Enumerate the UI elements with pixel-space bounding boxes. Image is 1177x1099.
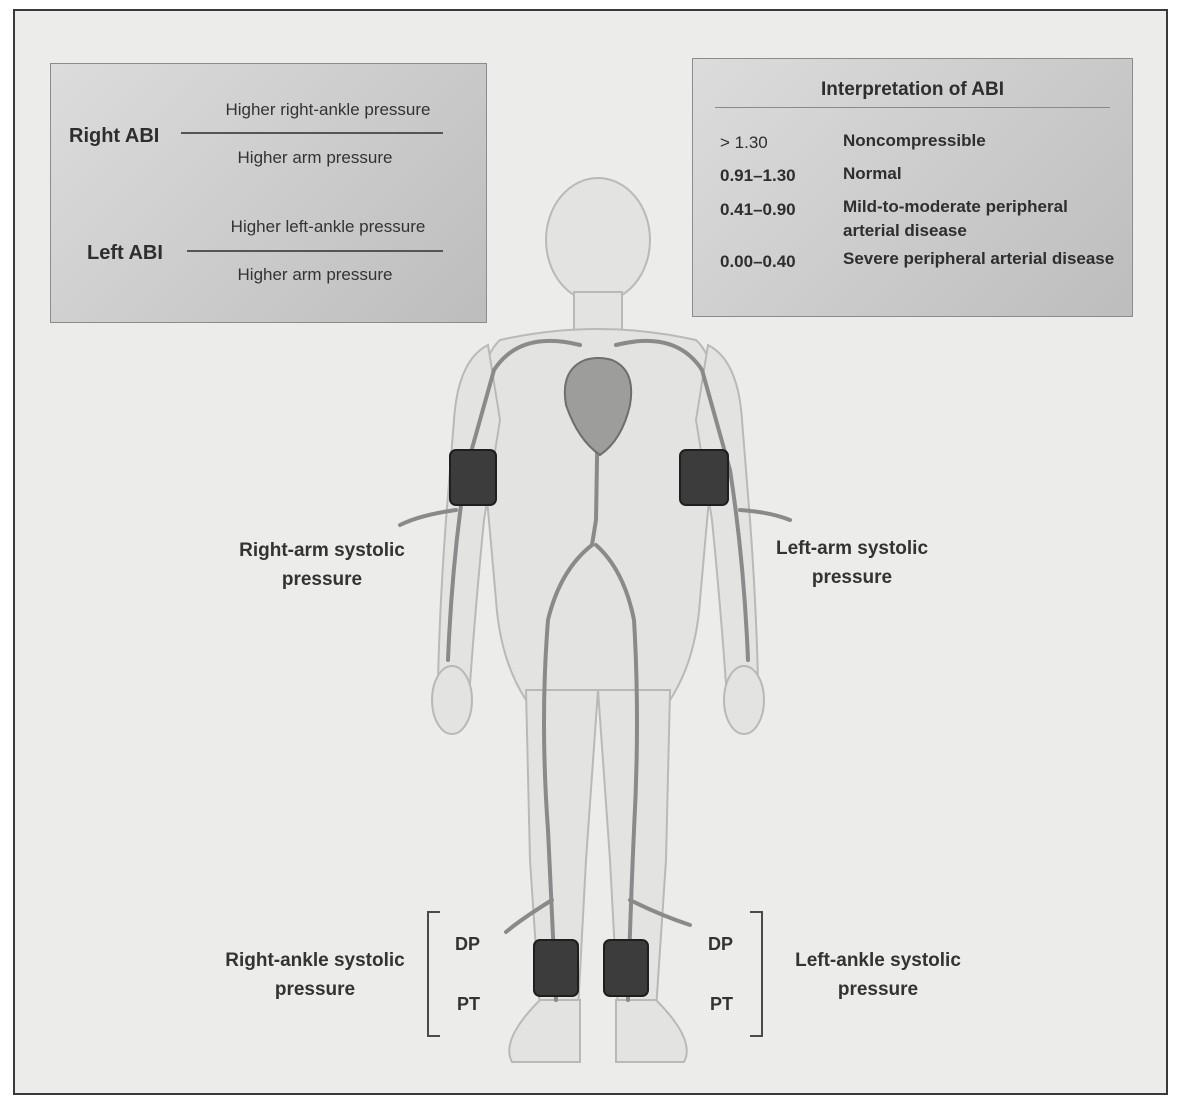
right-foot: [509, 1000, 580, 1062]
left-arm-pressure-label: Left-arm systolic pressure: [752, 534, 952, 592]
left-abi-fraction-line: [187, 250, 443, 252]
interpretation-title: Interpretation of ABI: [693, 79, 1132, 101]
left-ankle-cuff: [604, 940, 648, 996]
right-abi-fraction-line: [181, 132, 443, 134]
right-ankle-cuff: [534, 940, 578, 996]
left-foot: [616, 1000, 687, 1062]
right-dp-label: DP: [455, 934, 480, 955]
interpretation-range: 0.00–0.40: [720, 252, 840, 272]
left-abi-label: Left ABI: [87, 242, 163, 265]
interpretation-description: Severe peripheral arterial disease: [843, 247, 1128, 271]
right-ankle-bracket: [428, 912, 440, 1036]
interpretation-box: Interpretation of ABI > 1.30 Noncompress…: [692, 58, 1133, 317]
left-arm-cuff: [680, 450, 728, 505]
interpretation-description: Noncompressible: [843, 129, 1128, 153]
right-abi-denominator: Higher arm pressure: [183, 148, 447, 168]
interpretation-description: Normal: [843, 162, 1128, 186]
abi-formula-box: Higher right-ankle pressure Right ABI Hi…: [50, 63, 487, 323]
left-dp-label: DP: [708, 934, 733, 955]
right-abi-label: Right ABI: [69, 125, 159, 148]
right-arm-pressure-label: Right-arm systolic pressure: [222, 536, 422, 594]
interpretation-range: > 1.30: [720, 133, 840, 153]
interpretation-range: 0.41–0.90: [720, 200, 840, 220]
left-pt-label: PT: [710, 994, 733, 1015]
left-abi-numerator: Higher left-ankle pressure: [183, 217, 473, 237]
neck: [574, 292, 622, 330]
left-ankle-bracket: [750, 912, 762, 1036]
right-arm-cuff: [450, 450, 496, 505]
right-abi-numerator: Higher right-ankle pressure: [183, 100, 473, 120]
left-abi-denominator: Higher arm pressure: [183, 265, 447, 285]
left-ankle-pressure-label: Left-ankle systolic pressure: [778, 946, 978, 1004]
right-pt-label: PT: [457, 994, 480, 1015]
interpretation-divider: [715, 107, 1110, 108]
right-ankle-pressure-label: Right-ankle systolic pressure: [215, 946, 415, 1004]
right-hand: [432, 666, 472, 734]
head: [546, 178, 650, 302]
interpretation-range: 0.91–1.30: [720, 166, 840, 186]
interpretation-description: Mild-to-moderate peripheral arterial dis…: [843, 195, 1128, 243]
ankle-brackets: [428, 912, 762, 1036]
left-hand: [724, 666, 764, 734]
